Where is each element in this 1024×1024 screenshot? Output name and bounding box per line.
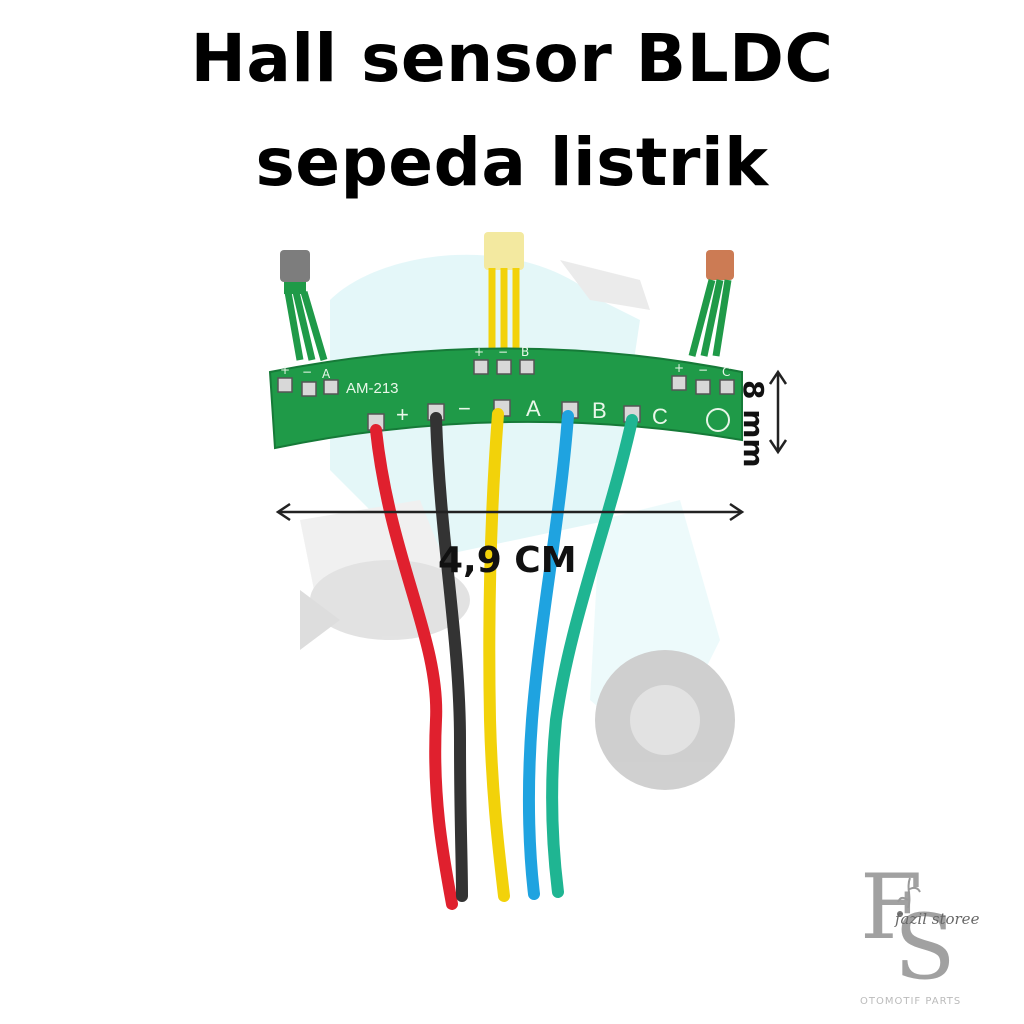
right-pin-minus: − (698, 363, 708, 377)
svg-text:S: S (894, 895, 956, 1000)
hall-sensor-right (688, 250, 734, 357)
hall-sensor-left (280, 250, 328, 361)
wire-yellow (483, 408, 510, 902)
wire-black (430, 412, 468, 902)
width-label: 4,9 CM (438, 540, 577, 581)
height-dimension-arrow (768, 369, 788, 455)
pad-label-minus: − (458, 396, 471, 421)
left-pin-a: A (322, 367, 331, 381)
logo-name: fazil storee (895, 910, 980, 928)
middle-pin-plus: + (474, 345, 484, 359)
hall-sensor-middle (484, 232, 524, 350)
pcb-board (268, 347, 743, 450)
title-line-2: sepeda listrik (255, 124, 769, 201)
left-pin-plus: + (280, 363, 290, 377)
right-pin-c: C (722, 365, 730, 379)
width-dimension-arrow (275, 502, 745, 522)
wire-blue (522, 410, 574, 900)
wire-red (370, 424, 458, 910)
pad-label-c: C (652, 404, 668, 429)
height-label: 8 mm (737, 380, 770, 468)
right-pin-plus: + (674, 361, 684, 375)
pad-label-b: B (592, 398, 607, 423)
middle-pin-b: B (521, 345, 529, 359)
logo-tagline: OTOMOTIF PARTS (860, 996, 962, 1007)
wire-green (546, 414, 638, 898)
middle-pin-minus: − (498, 345, 508, 359)
title-line-1: Hall sensor BLDC (190, 20, 834, 97)
pad-label-a: A (526, 396, 541, 421)
logo-letters: F (860, 855, 922, 960)
pcb-logo-icon (706, 408, 730, 432)
left-pin-minus: − (302, 365, 312, 379)
pad-label-plus: + (396, 402, 409, 427)
store-logo: F S (860, 855, 956, 1000)
board-model: AM-213 (346, 380, 399, 397)
